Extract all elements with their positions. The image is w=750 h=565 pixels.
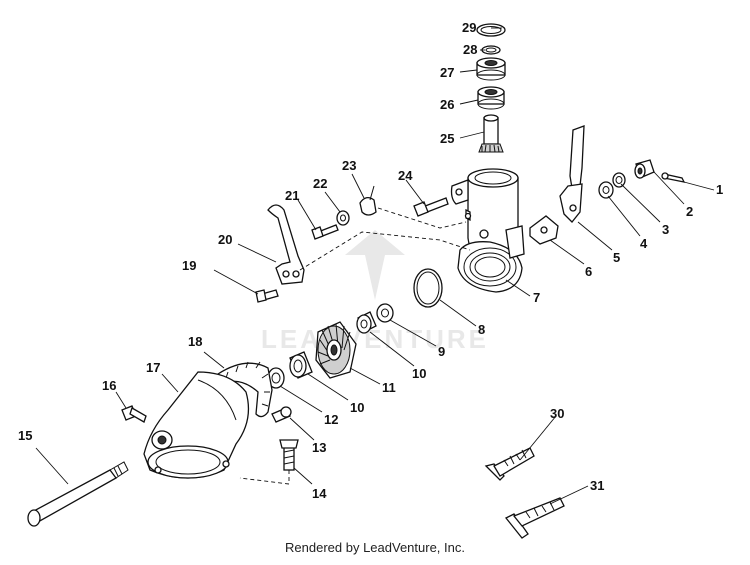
part-23-clip <box>359 185 377 216</box>
callout-30: 30 <box>550 406 564 421</box>
part-15-shaft <box>27 461 129 527</box>
part-30-hex-key <box>484 447 535 481</box>
callout-8: 8 <box>478 322 485 337</box>
callout-22: 22 <box>313 176 327 191</box>
part-11-bevel-gear <box>315 321 357 379</box>
callout-7: 7 <box>533 290 540 305</box>
part-10-bushing-lower <box>289 351 313 379</box>
part-16-fitting <box>121 405 147 423</box>
callout-27: 27 <box>440 65 454 80</box>
part-24-bolt <box>413 197 449 217</box>
callout-5: 5 <box>613 250 620 265</box>
callout-14: 14 <box>312 486 327 501</box>
callout-18: 18 <box>188 334 202 349</box>
part-31-hex-key <box>504 497 565 539</box>
callout-12: 12 <box>324 412 338 427</box>
part-14-bolt <box>279 439 299 471</box>
part-29-snap-ring <box>476 23 506 37</box>
part-27-bearing <box>476 57 506 81</box>
callout-13: 13 <box>312 440 326 455</box>
part-20-shift-arm <box>267 204 305 285</box>
callout-20: 20 <box>218 232 232 247</box>
callout-10-upper: 10 <box>412 366 426 381</box>
callout-10-lower: 10 <box>350 400 364 415</box>
callout-15: 15 <box>18 428 32 443</box>
callout-16: 16 <box>102 378 116 393</box>
callout-24: 24 <box>398 168 413 183</box>
watermark-text: LEADVENTURE <box>261 324 489 354</box>
callout-29: 29 <box>462 20 476 35</box>
part-17-gear-case <box>143 371 250 479</box>
callout-1: 1 <box>716 182 723 197</box>
leader-lines <box>35 27 715 505</box>
watermark: LEADVENTURE <box>261 230 489 354</box>
part-21-bolt <box>311 224 339 240</box>
footer-credit: Rendered by LeadVenture, Inc. <box>285 540 465 555</box>
part-19-bolt <box>255 289 279 303</box>
callout-23: 23 <box>342 158 356 173</box>
dashed-assembly-line-a <box>299 231 471 271</box>
part-8-o-ring <box>413 268 443 308</box>
part-13-bolt <box>271 406 292 423</box>
callout-4: 4 <box>640 236 648 251</box>
callout-2: 2 <box>686 204 693 219</box>
part-9-washer <box>376 303 394 323</box>
callout-17: 17 <box>146 360 160 375</box>
callout-31: 31 <box>590 478 604 493</box>
part-3-ring <box>612 172 626 188</box>
callout-11: 11 <box>382 380 396 395</box>
part-7-housing <box>450 168 525 293</box>
callout-3: 3 <box>662 222 669 237</box>
part-18-gasket <box>217 361 273 418</box>
part-4-washer <box>598 181 614 199</box>
part-6-plate <box>529 215 559 245</box>
part-26-bearing <box>477 86 505 110</box>
callout-9: 9 <box>438 344 445 359</box>
callout-26: 26 <box>440 97 454 112</box>
part-10-bushing-upper <box>356 311 377 334</box>
part-22-washer <box>336 210 350 226</box>
callout-21: 21 <box>285 188 299 203</box>
part-25-pinion-shaft <box>478 114 504 153</box>
callout-numbers: 1 2 3 4 5 6 7 8 9 10 10 11 12 13 14 15 1… <box>18 20 723 501</box>
callout-19: 19 <box>182 258 196 273</box>
dashed-line-bolt-14 <box>239 470 290 485</box>
callout-25: 25 <box>440 131 454 146</box>
callout-28: 28 <box>463 42 477 57</box>
callout-6: 6 <box>585 264 592 279</box>
part-2-bushing <box>634 159 655 179</box>
part-1-pin <box>661 172 686 183</box>
part-5-shift-lever <box>559 125 585 223</box>
dashed-assembly-line-b <box>377 207 467 229</box>
